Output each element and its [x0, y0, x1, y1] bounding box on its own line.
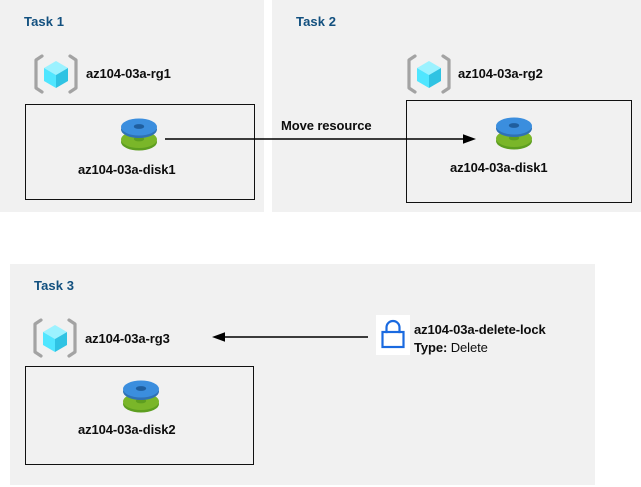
- managed-disk-icon: [119, 375, 163, 419]
- lock-type-value: Delete: [450, 340, 488, 355]
- task3-resource-label: az104-03a-disk2: [78, 422, 176, 437]
- task2-title: Task 2: [296, 14, 337, 29]
- managed-disk-icon: [492, 112, 536, 156]
- task2-panel: [272, 0, 641, 212]
- resource-group-icon: [32, 52, 80, 96]
- task2-resource-box: [406, 100, 632, 203]
- task1-title: Task 1: [24, 14, 65, 29]
- move-resource-label: Move resource: [281, 118, 372, 133]
- task1-resource-group-label: az104-03a-rg1: [86, 66, 171, 81]
- move-resource-arrow: [165, 128, 477, 150]
- task2-resource-group-label: az104-03a-rg2: [458, 66, 543, 81]
- managed-disk-icon: [117, 113, 161, 157]
- resource-group-icon: [31, 316, 79, 360]
- delete-lock-arrow: [212, 327, 368, 347]
- task3-resource-box: [25, 366, 254, 465]
- task1-resource-box: [25, 104, 255, 200]
- lock-type-label: Type: Delete: [414, 340, 488, 355]
- lock-name-label: az104-03a-delete-lock: [414, 322, 546, 337]
- lock-type-key: Type:: [414, 340, 448, 355]
- task3-resource-group-label: az104-03a-rg3: [85, 331, 170, 346]
- resource-group-icon: [405, 52, 453, 96]
- task3-title: Task 3: [34, 278, 75, 293]
- task1-resource-label: az104-03a-disk1: [78, 162, 176, 177]
- lock-icon: [376, 315, 410, 355]
- task1-panel: [0, 0, 264, 212]
- task2-resource-label: az104-03a-disk1: [450, 160, 548, 175]
- task3-panel: [10, 264, 595, 485]
